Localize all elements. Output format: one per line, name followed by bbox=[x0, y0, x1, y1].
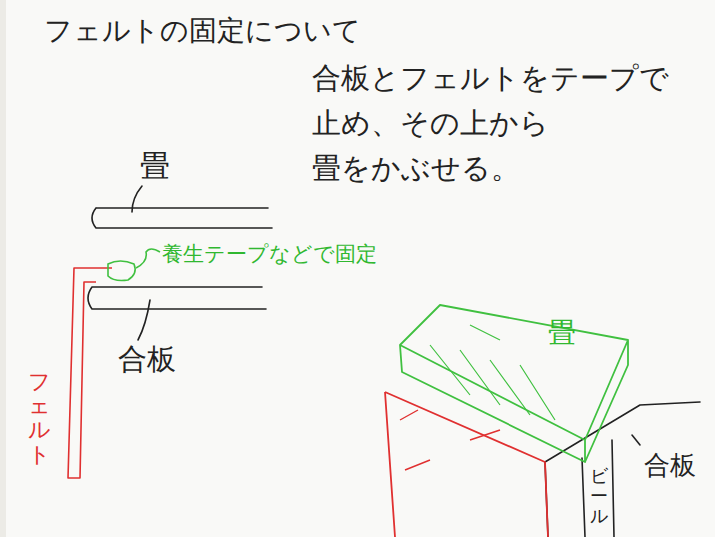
tatami-hatch bbox=[430, 325, 555, 420]
plywood-board bbox=[545, 402, 700, 537]
leader-line bbox=[138, 300, 150, 340]
felt-box bbox=[385, 392, 548, 537]
leader-line bbox=[132, 186, 142, 212]
leader-line bbox=[632, 435, 640, 445]
leader-line bbox=[136, 249, 160, 268]
callout-text: 養生テープなどで固定 bbox=[162, 240, 377, 268]
part-label: 畳 bbox=[548, 314, 576, 352]
part-label: フェルト bbox=[28, 370, 50, 467]
part-label: ビール bbox=[590, 466, 608, 525]
felt-strip bbox=[68, 268, 112, 478]
tatami-block bbox=[400, 305, 628, 462]
part-label: 合板 bbox=[644, 448, 696, 483]
part-label: 合板 bbox=[118, 340, 176, 380]
part-label: 畳 bbox=[140, 146, 170, 187]
tape-mark bbox=[108, 261, 135, 281]
felt-hatch bbox=[400, 410, 500, 470]
note-text: 合板とフェルトをテープで 止め、その上から 畳をかぶせる。 bbox=[312, 56, 684, 191]
tatami-board bbox=[92, 208, 272, 228]
margin-strip bbox=[0, 0, 6, 537]
page-title: フェルトの固定について bbox=[44, 12, 361, 50]
plywood-board bbox=[88, 287, 266, 309]
